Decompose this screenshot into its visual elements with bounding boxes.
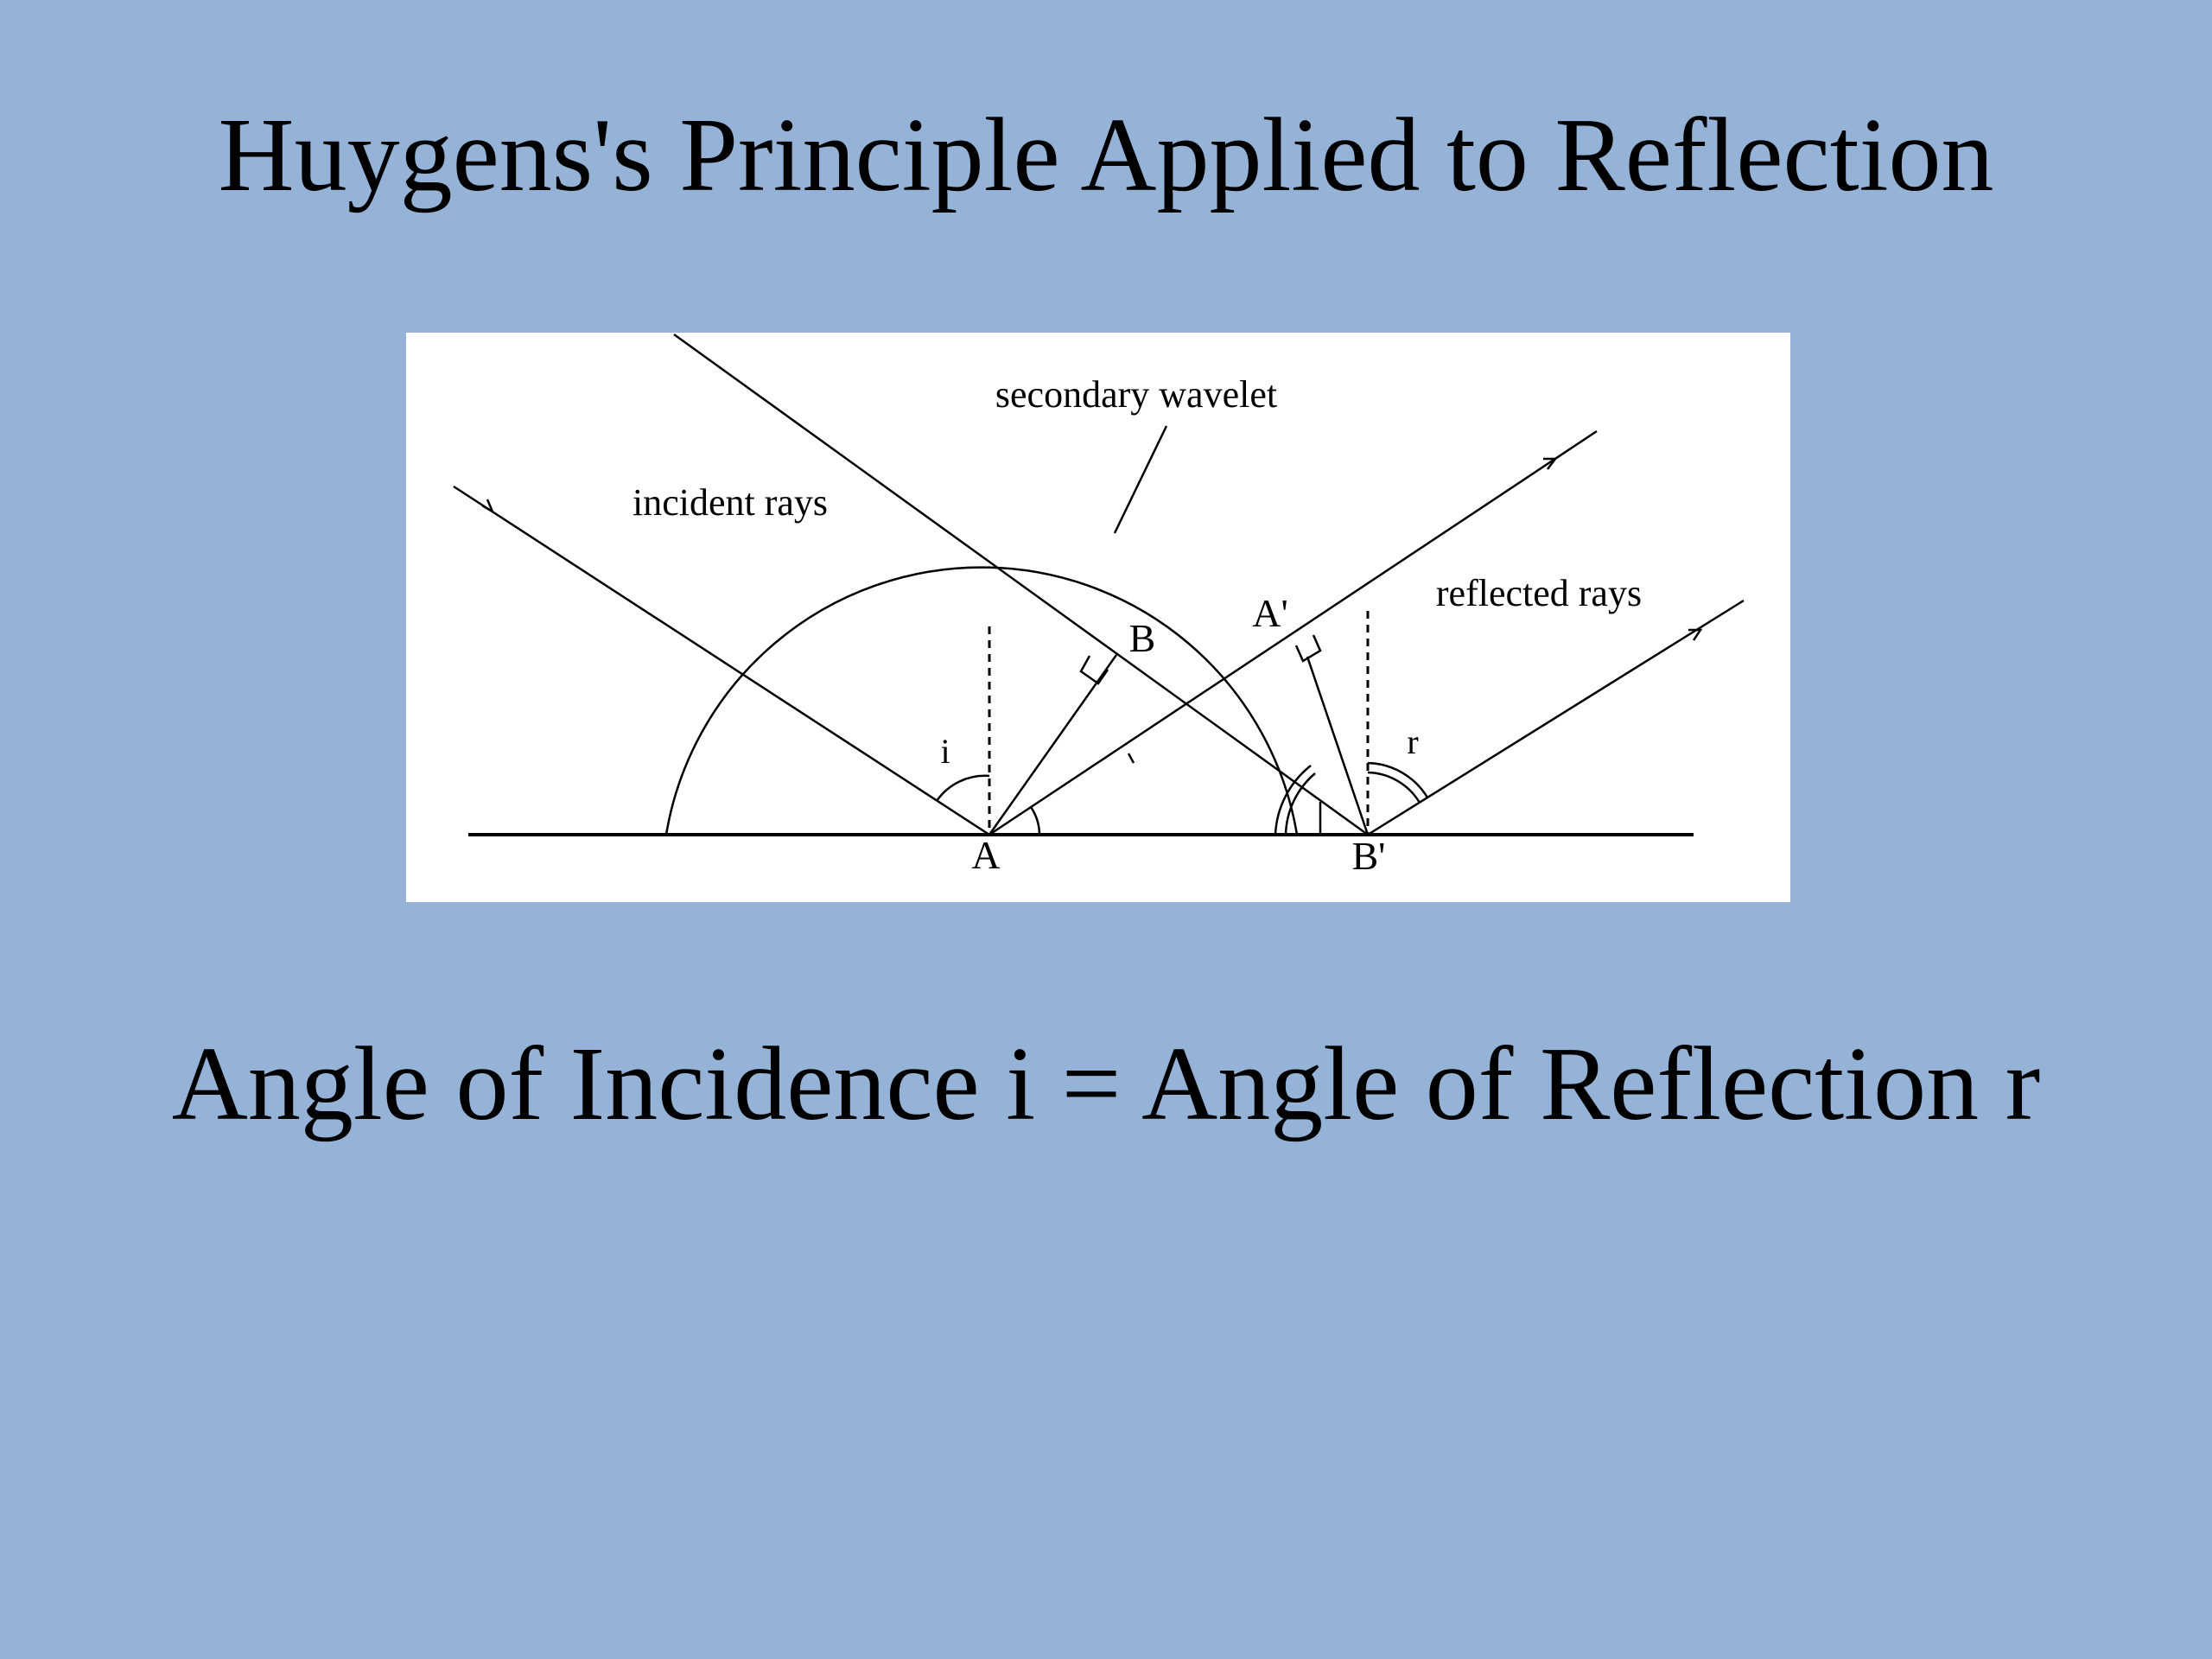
label-point-b: B — [1129, 616, 1156, 660]
label-angle-i: i — [940, 732, 950, 771]
incident-arrow-1 — [481, 499, 495, 514]
label-point-a: A — [971, 833, 1000, 877]
angle-arc-i — [935, 774, 990, 802]
angle-arc-b-prime-left-outer — [1274, 765, 1312, 836]
reflected-ray-1 — [988, 429, 1598, 836]
reflected-arrow-2 — [1688, 628, 1703, 641]
angle-arc-a-right — [1029, 806, 1041, 836]
wavefront-b-prime-a-prime — [1306, 656, 1370, 836]
label-point-a-prime: A' — [1252, 591, 1288, 635]
reflected-ray-tick — [1127, 753, 1135, 764]
right-angle-marker-b — [1079, 655, 1109, 685]
slide-caption: Angle of Incidence i = Angle of Reflecti… — [171, 1026, 2041, 1142]
label-secondary-wavelet: secondary wavelet — [995, 373, 1277, 416]
angle-arc-r-outer — [1367, 761, 1429, 798]
reflected-ray-2 — [1367, 599, 1745, 836]
secondary-wavelet-arc — [664, 566, 1299, 836]
reflection-diagram-svg: secondary wavelet incident rays reflecte… — [453, 333, 1745, 878]
secondary-wavelet-pointer — [1113, 425, 1168, 534]
angle-arc-b-prime-left-inner — [1284, 772, 1316, 836]
wavefront-a-b — [988, 654, 1118, 836]
reflected-arrow-1 — [1543, 457, 1558, 470]
slide-title: Huygens's Principle Applied to Reflectio… — [218, 97, 1994, 213]
incident-ray-1 — [453, 485, 990, 836]
right-angle-marker-a-prime — [1294, 634, 1322, 663]
reflection-diagram: secondary wavelet incident rays reflecte… — [406, 333, 1790, 902]
angle-arc-r-inner — [1367, 771, 1421, 804]
incident-ray-2 — [673, 333, 1369, 836]
label-point-b-prime: B' — [1352, 834, 1386, 878]
label-angle-r: r — [1407, 722, 1418, 761]
label-incident-rays: incident rays — [632, 481, 828, 524]
label-reflected-rays: reflected rays — [1436, 572, 1642, 614]
